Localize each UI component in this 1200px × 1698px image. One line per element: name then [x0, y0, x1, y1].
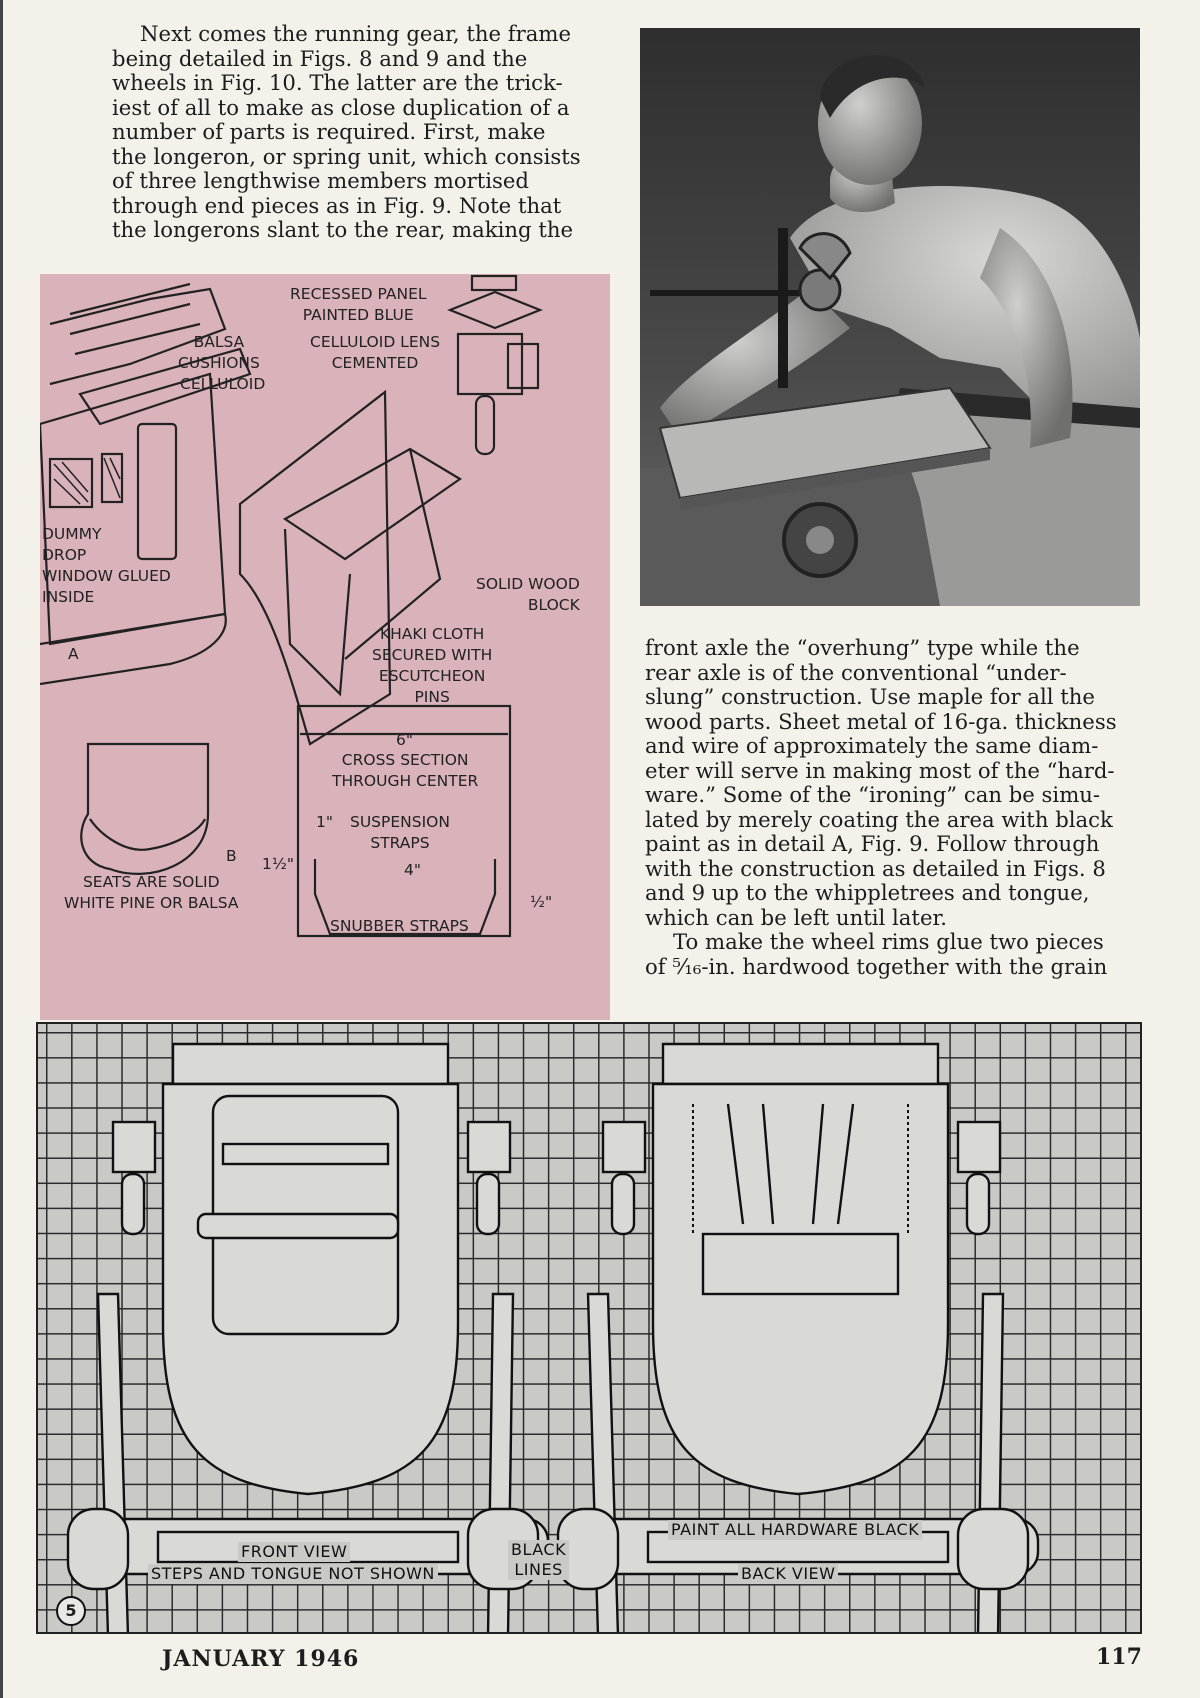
label-one-inch: 1": [316, 813, 333, 831]
label-line: WHITE PINE OR BALSA: [64, 894, 239, 912]
label-snubber-straps: SNUBBER STRAPS: [330, 917, 469, 935]
label-line: LINES: [514, 1560, 563, 1579]
label-line: PINS: [414, 688, 450, 706]
label-line: DROP: [42, 546, 87, 564]
intro-line: through end pieces as in Fig. 9. Note th…: [112, 192, 562, 218]
label-back-view: BACK VIEW: [738, 1564, 839, 1584]
body-line: which can be left until later.: [645, 904, 948, 930]
label-line: BLOCK: [527, 596, 580, 614]
label-paint-hardware-black: PAINT ALL HARDWARE BLACK: [668, 1520, 923, 1540]
coach-detail-drawing: [40, 274, 543, 938]
label-solid-wood-block: SOLID WOOD BLOCK: [476, 574, 580, 616]
label-line: STRAPS: [370, 834, 430, 852]
body-line: eter will serve in making most of the “h…: [645, 757, 1115, 783]
label-line: CELLULOID LENS: [310, 333, 441, 351]
label-line: THROUGH CENTER: [332, 772, 479, 790]
label-steps-not-shown: STEPS AND TONGUE NOT SHOWN: [148, 1564, 438, 1584]
body-line: paint as in detail A, Fig. 9. Follow thr…: [645, 831, 1100, 856]
body-line: and wire of approximately the same diam-: [645, 733, 1099, 758]
label-line: RECESSED PANEL: [290, 285, 427, 303]
body-line: lated by merely coating the area with bl…: [645, 806, 1113, 832]
page-edge-rule: [0, 0, 3, 1698]
label-cross-section: CROSS SECTION THROUGH CENTER: [332, 750, 478, 792]
label-line: CROSS SECTION: [341, 751, 469, 769]
label-four-inch: 4": [404, 861, 421, 879]
label-seats-solid: SEATS ARE SOLID WHITE PINE OR BALSA: [64, 872, 238, 914]
body-line: of ⁵⁄₁₆-in. hardwood together with the g…: [645, 953, 1108, 979]
label-line: DUMMY: [42, 525, 102, 543]
label-dummy-drop-window: DUMMY DROP WINDOW GLUED INSIDE: [42, 524, 171, 608]
footer-page-number: 117: [1096, 1644, 1142, 1670]
intro-paragraph: Next comes the running gear, the frame b…: [112, 21, 608, 243]
man-at-drill-press-illustration: [640, 28, 1140, 606]
label-half-inch: ½": [530, 893, 553, 911]
body-line: front axle the “overhung” type while the: [645, 635, 1080, 660]
body-line: ware.” Some of the “ironing” can be simu…: [645, 782, 1101, 807]
footer-issue-date: JANUARY 1946: [162, 1646, 360, 1672]
label-recessed-panel: RECESSED PANEL PAINTED BLUE: [290, 284, 427, 326]
front-back-view-grid-figure: FRONT VIEW STEPS AND TONGUE NOT SHOWN BL…: [36, 1022, 1142, 1634]
label-line: SUSPENSION: [350, 813, 450, 831]
label-celluloid: CELLULOID: [180, 375, 266, 393]
label-line: PAINTED BLUE: [302, 306, 414, 324]
label-line: SEATS ARE SOLID: [82, 873, 220, 891]
body-line: wood parts. Sheet metal of 16-ga. thickn…: [645, 708, 1117, 734]
intro-line: the longerons slant to the rear, making …: [112, 217, 574, 242]
workshop-photo: [640, 28, 1140, 606]
label-letter-b: B: [226, 847, 237, 865]
label-black-lines: BLACK LINES: [508, 1540, 570, 1580]
intro-line: being detailed in Figs. 8 and 9 and the: [112, 45, 528, 71]
body-line: slung” construction. Use maple for all t…: [645, 684, 1095, 709]
coach-front-back-drawing: [66, 1042, 1040, 1632]
label-khaki-cloth: KHAKI CLOTH SECURED WITH ESCUTCHEON PINS: [372, 624, 492, 708]
right-column-text: front axle the “overhung” type while the…: [645, 635, 1140, 979]
intro-line: of three lengthwise members mortised: [112, 168, 529, 193]
body-line: with the construction as detailed in Fig…: [645, 855, 1106, 881]
figure-number-badge: 5: [56, 1596, 86, 1626]
label-line: WINDOW GLUED: [42, 567, 171, 585]
label-line: BLACK: [511, 1540, 567, 1559]
label-balsa-cushions: BALSA CUSHIONS: [178, 332, 260, 374]
intro-line: wheels in Fig. 10. The latter are the tr…: [112, 70, 563, 95]
intro-line: Next comes the running gear, the frame: [140, 21, 572, 46]
label-line: BALSA: [193, 333, 245, 351]
label-line: ESCUTCHEON: [378, 667, 486, 685]
label-line: INSIDE: [42, 588, 95, 606]
label-line: SECURED WITH: [372, 646, 493, 664]
label-letter-a: A: [68, 645, 79, 663]
intro-line: iest of all to make as close duplication…: [112, 94, 570, 120]
label-six-inch: 6": [396, 731, 413, 749]
body-line: To make the wheel rims glue two pieces: [673, 929, 1104, 954]
label-suspension-straps: SUSPENSION STRAPS: [350, 812, 450, 854]
body-line: and 9 up to the whippletrees and tongue,: [645, 880, 1090, 905]
label-celluloid-lens: CELLULOID LENS CEMENTED: [310, 332, 440, 374]
lantern-and-seat-detail-figure: RECESSED PANEL PAINTED BLUE BALSA CUSHIO…: [40, 274, 610, 1020]
label-line: CUSHIONS: [178, 354, 260, 372]
label-front-view: FRONT VIEW: [238, 1542, 351, 1562]
intro-line: number of parts is required. First, make: [112, 119, 546, 144]
label-line: CEMENTED: [331, 354, 419, 372]
intro-line: the longeron, or spring unit, which cons…: [112, 143, 581, 169]
label-line: KHAKI CLOTH: [379, 625, 485, 643]
label-line: SOLID WOOD: [476, 575, 580, 593]
body-line: rear axle is of the conventional “under-: [645, 659, 1067, 685]
label-one-half-inch: 1½": [262, 855, 295, 873]
